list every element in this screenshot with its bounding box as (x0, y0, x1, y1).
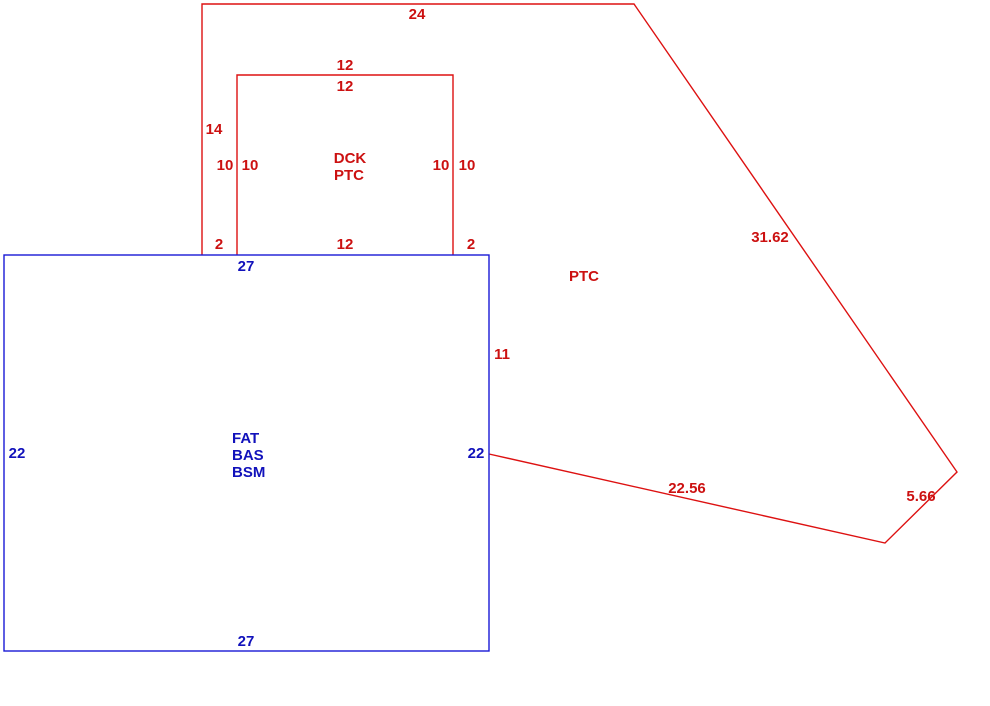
deck-left-inner-dimension: 10 (242, 157, 259, 174)
deck-top-outer-dimension: 12 (337, 57, 354, 74)
outer-right-wall-dimension: 11 (494, 346, 510, 363)
deck-right-gap-dimension: 2 (467, 236, 475, 253)
deck-top-inner-dimension: 12 (337, 78, 354, 95)
main-right-dimension: 22 (468, 445, 485, 462)
outer-left-upper-dimension: 14 (206, 121, 223, 138)
outer-right-diagonal-dimension: 31.62 (751, 229, 789, 246)
deck-bottom-dimension: 12 (337, 236, 354, 253)
main-top-dimension: 27 (238, 258, 255, 275)
deck-right-outer-dimension: 10 (459, 157, 476, 174)
main-area-code-1: FAT (232, 430, 259, 447)
outer-top-dimension: 24 (409, 6, 426, 23)
outer-porch-outline (201, 3, 958, 544)
deck-area-code-1: DCK (334, 150, 367, 167)
main-structure-outline (3, 254, 490, 652)
deck-left-outer-dimension: 10 (217, 157, 234, 174)
outer-short-diagonal-dimension: 5.66 (906, 488, 935, 505)
outer-porch-area-code: PTC (569, 268, 599, 285)
main-area-code-2: BAS (232, 447, 264, 464)
outer-left-lower-dimension: 2 (215, 236, 223, 253)
deck-right-inner-dimension: 10 (433, 157, 450, 174)
main-bottom-dimension: 27 (238, 633, 255, 650)
main-area-code-3: BSM (232, 464, 265, 481)
outer-bottom-diagonal-dimension: 22.56 (668, 480, 706, 497)
deck-area-code-2: PTC (334, 167, 364, 184)
main-left-dimension: 22 (9, 445, 26, 462)
deck-outline (236, 74, 454, 255)
